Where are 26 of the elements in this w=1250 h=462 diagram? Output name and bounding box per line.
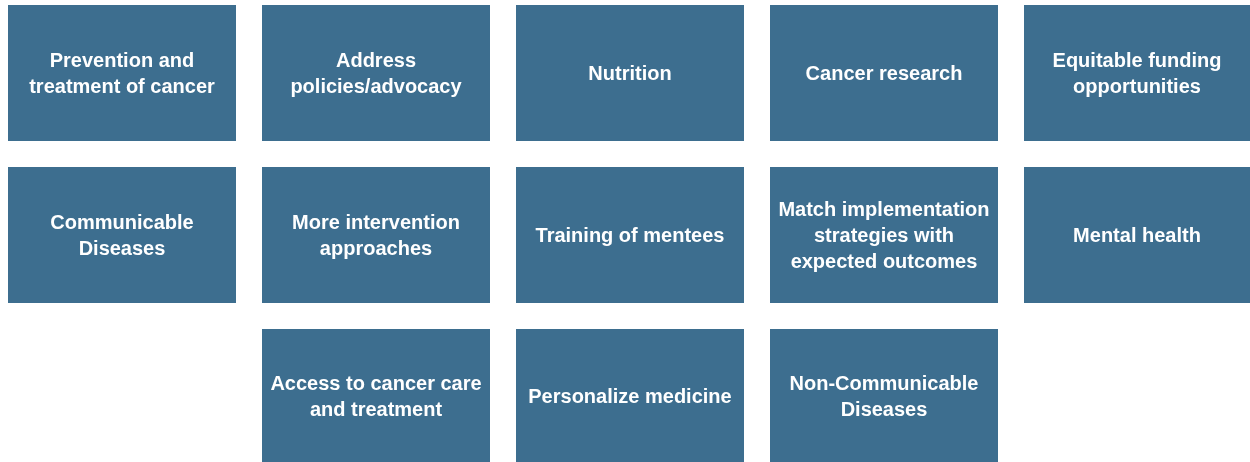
topic-text: Nutrition <box>588 61 672 86</box>
topic-box <box>770 167 998 303</box>
topic-box <box>516 329 744 462</box>
topic-text: Prevention and treatment of cancer <box>28 48 216 99</box>
topic-text: More intervention approaches <box>291 210 461 261</box>
topic-box <box>262 329 490 462</box>
topic-box <box>770 329 998 462</box>
topic-box <box>262 167 490 303</box>
topic-text: Cancer research <box>805 61 963 86</box>
topic-box <box>516 5 744 141</box>
topic-text: Personalize medicine <box>528 383 732 409</box>
topic-box <box>770 5 998 141</box>
topic-text: Equitable funding opportunities <box>1051 48 1223 99</box>
topic-text: Communicable Diseases <box>49 210 195 261</box>
topic-text: Address policies/advocacy <box>289 48 463 99</box>
topic-text: Mental health <box>1073 223 1201 248</box>
topic-box <box>262 5 490 141</box>
topic-text: Training of mentees <box>535 223 725 248</box>
topic-box <box>516 167 744 303</box>
topic-box <box>8 167 236 303</box>
topic-box <box>1024 167 1250 303</box>
topic-box <box>8 5 236 141</box>
topic-text: Match implementation strategies with expected outcomes <box>778 197 990 274</box>
topic-text: Non-Communicable Diseases <box>788 370 980 422</box>
topic-text: Access to cancer care and treatment <box>270 370 482 422</box>
topic-box <box>1024 5 1250 141</box>
